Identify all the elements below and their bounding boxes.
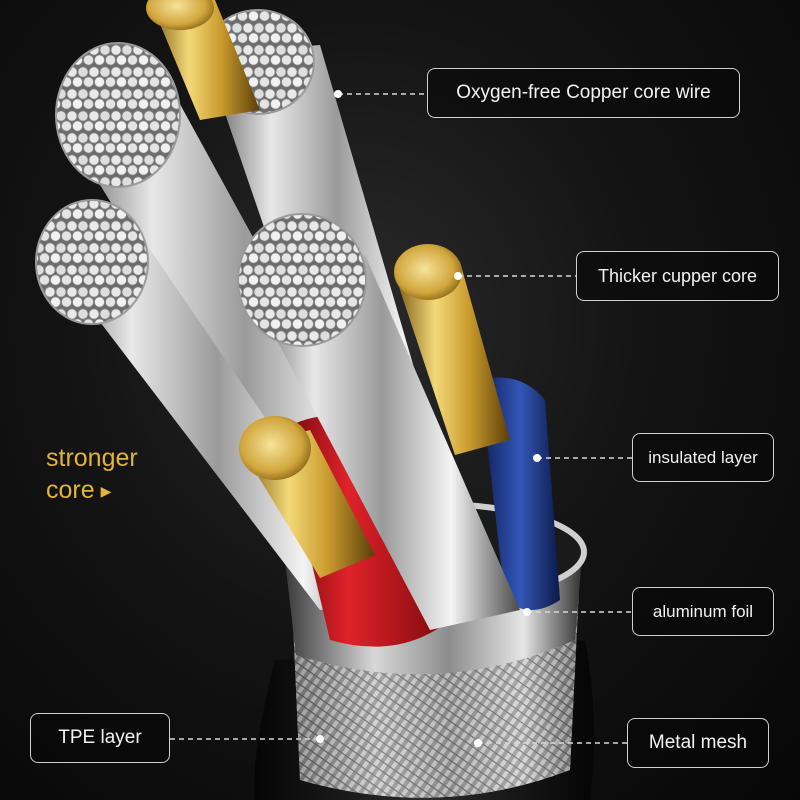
label-metal-mesh: Metal mesh [627,718,769,768]
label-aluminum-foil: aluminum foil [632,587,774,636]
stronger-core-callout: stronger core ▶ [46,442,138,507]
leader-lines [170,93,633,744]
gold-core-top [146,0,260,120]
callout-line-2: core ▶ [46,474,138,507]
leader-dots [316,90,541,747]
callout-core-text: core [46,476,95,504]
callout-line-1: stronger [46,444,138,472]
play-arrow-icon: ▶ [100,483,112,500]
label-tpe-layer: TPE layer [30,713,170,763]
gold-core-right [394,244,510,455]
label-insulated-layer: insulated layer [632,433,774,482]
label-thicker-core: Thicker cupper core [576,251,779,301]
strand-bundle-center [237,213,520,630]
label-oxygen-free-copper: Oxygen-free Copper core wire [427,68,740,118]
gold-core-left [239,416,375,578]
